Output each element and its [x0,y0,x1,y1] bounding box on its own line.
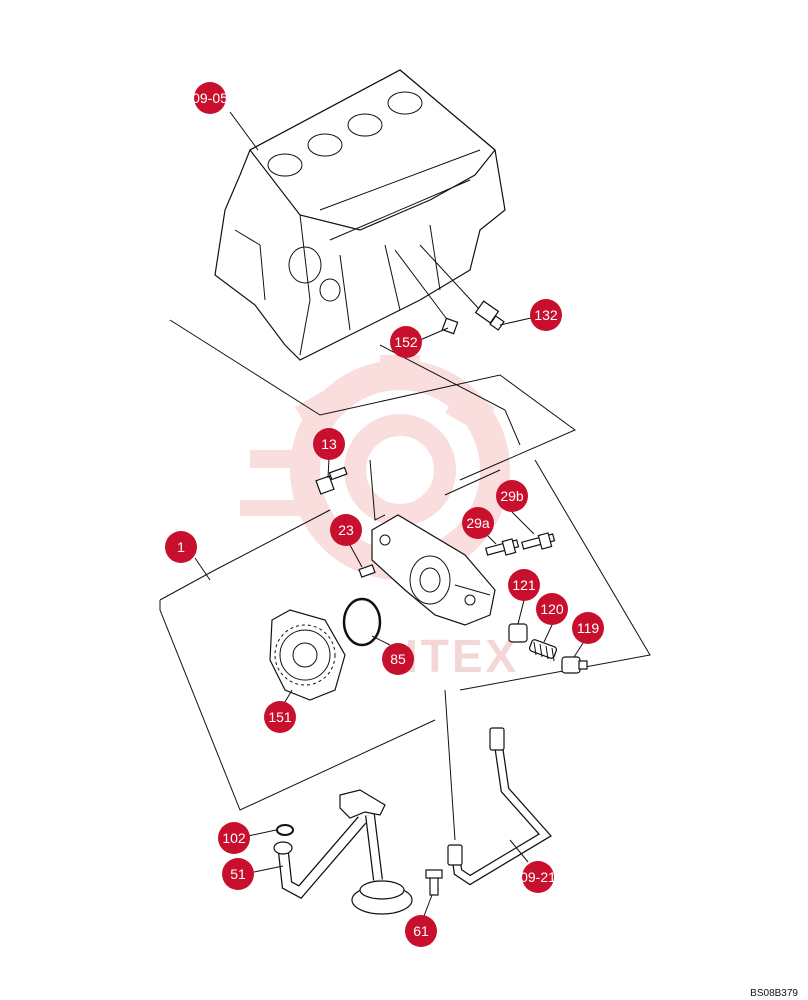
o-ring [342,597,382,647]
oil-pump-cover [371,514,496,626]
callout-102[interactable]: 102 [218,822,250,854]
callout-85[interactable]: 85 [382,643,414,675]
svg-text:119: 119 [577,620,600,636]
plug-part [441,317,459,335]
spring-120 [528,639,558,662]
bolt-13 [315,466,348,495]
svg-text:09-05: 09-05 [192,90,228,106]
oil-pump-gear [269,609,346,701]
bolt-61 [425,869,443,896]
svg-text:1: 1 [177,539,185,555]
engine-block [214,69,506,361]
watermark-gear-icon [240,355,510,580]
svg-text:132: 132 [534,307,558,323]
svg-text:13: 13 [321,436,337,452]
callout-119[interactable]: 119 [572,612,604,644]
svg-text:29a: 29a [466,515,490,531]
bolt-29b [521,532,556,550]
bolt-29a [485,538,520,556]
callout-09-21[interactable]: 09-21 [520,861,556,893]
svg-text:51: 51 [230,866,246,882]
valve-121 [508,623,528,643]
plug-119 [561,656,588,674]
svg-text:120: 120 [540,601,564,617]
svg-text:61: 61 [413,923,429,939]
dowel-pin [358,564,376,578]
oil-strainer-pipe [273,789,413,915]
svg-text:151: 151 [268,709,292,725]
oil-pressure-switch [474,300,505,331]
image-code: BS08B379 [750,988,798,999]
callout-29a[interactable]: 29a [462,507,494,539]
callout-152[interactable]: 152 [390,326,422,358]
callout-151[interactable]: 151 [264,701,296,733]
svg-text:121: 121 [512,577,536,593]
svg-text:102: 102 [222,830,246,846]
svg-text:85: 85 [390,651,406,667]
svg-text:152: 152 [394,334,418,350]
svg-text:23: 23 [338,522,354,538]
svg-text:09-21: 09-21 [520,869,556,885]
callout-23[interactable]: 23 [330,514,362,546]
callout-132[interactable]: 132 [530,299,562,331]
callout-1[interactable]: 1 [165,531,197,563]
callout-121[interactable]: 121 [508,569,540,601]
svg-text:29b: 29b [500,488,524,504]
leader-lines [194,111,586,917]
callout-13[interactable]: 13 [313,428,345,460]
callout-120[interactable]: 120 [536,593,568,625]
watermark-text: ITEX [405,630,519,682]
oil-pipe [447,727,552,886]
callout-29b[interactable]: 29b [496,480,528,512]
gasket [276,824,294,836]
callout-51[interactable]: 51 [222,858,254,890]
callout-61[interactable]: 61 [405,915,437,947]
callout-09-05[interactable]: 09-05 [192,82,228,114]
